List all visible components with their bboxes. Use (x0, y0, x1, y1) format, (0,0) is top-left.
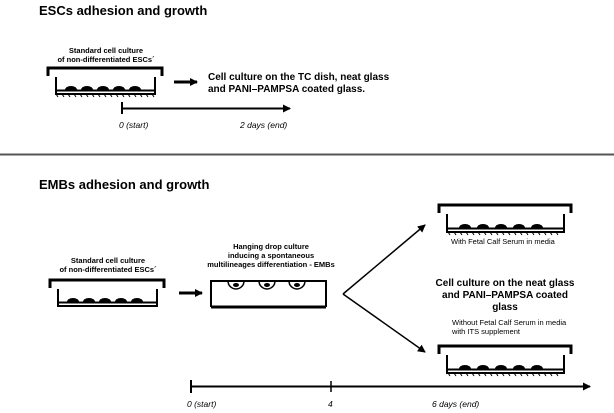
s2-with-serum-label: With Fetal Calf Serum in media (451, 237, 555, 246)
s2-culture-label: Standard cell culture of non-differentia… (46, 256, 170, 274)
s2-branch-down (342, 293, 426, 353)
s2-dish-without-serum (437, 344, 573, 377)
s2-hanging-drop-dish (210, 280, 327, 309)
s2-timeline (190, 380, 591, 393)
s2-hanging-drop-label: Hanging drop culture inducing a spontane… (203, 242, 339, 269)
s1-result-label-line2: and PANI–PAMPSA coated glass. (208, 84, 366, 95)
s1-title: ESCs adhesion and growth (39, 3, 208, 18)
s2-timeline-mid: 4 (328, 399, 333, 409)
s2-without-serum-label-line2: with ITS supplement (452, 327, 520, 336)
s1-culture-label-line1: Standard cell culture (68, 46, 144, 55)
s2-timeline-start: 0 (start) (187, 399, 217, 409)
s2-dish-with-serum (437, 203, 573, 236)
s2-hanging-drop-label-line2: inducing a spontaneous (227, 251, 315, 260)
s2-title: EMBs adhesion and growth (39, 177, 210, 192)
s2-result-label-line3: glass (492, 302, 518, 313)
s1-result-label-line1: Cell culture on the TC dish, neat glass (208, 72, 390, 83)
s1-dish (46, 66, 164, 98)
s2-timeline-end: 6 days (end) (432, 399, 480, 409)
s2-result-label-line2: and PANI–PAMPSA coated (442, 290, 568, 301)
s1-result-label: Cell culture on the TC dish, neat glass … (208, 72, 389, 96)
s1-culture-label: Standard cell culture of non-differentia… (44, 46, 168, 64)
s2-branch-up (342, 224, 426, 295)
s1-timeline-start: 0 (start) (119, 120, 149, 130)
s2-culture-label-line1: Standard cell culture (70, 256, 146, 265)
s2-hanging-drop-label-line3: multilineages differentiation - EMBs (207, 260, 335, 269)
s2-result-label: Cell culture on the neat glass and PANI–… (427, 278, 583, 314)
s2-result-label-line1: Cell culture on the neat glass (435, 278, 575, 289)
s2-hanging-drop-label-line1: Hanging drop culture (233, 242, 309, 251)
s2-without-serum-label: Without Fetal Calf Serum in media with I… (452, 318, 566, 336)
s1-culture-label-line2: of non-differentiated ESCs´ (57, 55, 155, 64)
s2-dish-standard (48, 278, 166, 307)
s1-timeline-end: 2 days (end) (240, 120, 288, 130)
s2-culture-label-line2: of non-differentiated ESCs´ (59, 265, 157, 274)
s1-timeline (121, 102, 291, 114)
s2-without-serum-label-line1: Without Fetal Calf Serum in media (452, 318, 567, 327)
